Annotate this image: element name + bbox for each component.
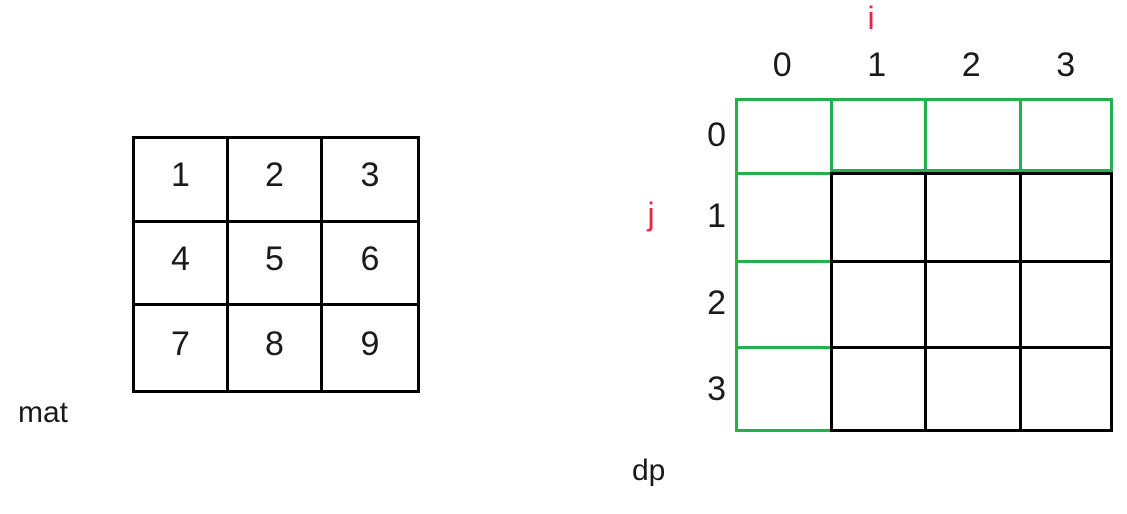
dp-cell-j2i0 [735,260,830,346]
dp-cell-j3i0 [735,346,830,432]
dp-cell-j1i3 [1018,172,1113,260]
mat-cell-r0c2: 3 [323,139,417,223]
dp-cell-j2i3 [1018,260,1113,346]
mat-cell-r1c1: 5 [229,222,323,307]
dp-cell-j1i2 [924,172,1019,260]
mat-figure: 1 2 3 4 5 6 7 8 9 [132,136,420,393]
dp-figure [735,98,1113,432]
dp-col-header-3: 3 [1056,46,1076,84]
dp-row-header-1: 1 [707,197,726,235]
dp-cell-j0i1 [829,98,924,172]
dp-row-header-2: 2 [707,284,726,322]
mat-cell-value: 7 [171,325,190,364]
dp-caption: dp [632,454,666,487]
mat-cell-value: 6 [360,239,380,278]
mat-cell-value: 5 [265,239,284,278]
mat-cell-value: 9 [360,325,380,364]
dp-cell-j1i1 [829,172,924,260]
dp-cell-j2i2 [924,260,1019,346]
mat-caption: mat [18,396,69,429]
dp-row-axis-label: j [647,196,655,232]
dp-col-header-2: 2 [961,46,981,84]
mat-cell-r2c2: 9 [323,306,417,390]
dp-col-header-1: 1 [867,46,887,84]
mat-cell-r1c0: 4 [135,222,229,307]
mat-cell-r0c1: 2 [229,139,323,223]
mat-cell-r0c0: 1 [135,139,229,223]
dp-col-header-0: 0 [772,46,792,84]
dp-cell-j0i2 [924,98,1019,172]
dp-cell-j3i1 [829,346,924,432]
mat-cell-r1c2: 6 [323,223,417,307]
mat-cell-value: 2 [265,156,284,195]
dp-row-header-0: 0 [707,116,726,154]
dp-cell-j3i2 [924,346,1019,432]
dp-col-axis-label: i [867,0,875,36]
dp-row-header-3: 3 [707,370,726,408]
dp-cell-j1i0 [735,172,830,260]
mat-cell-value: 4 [171,239,190,278]
dp-cell-j2i1 [829,260,924,346]
mat-cell-value: 8 [265,325,284,364]
dp-cell-j0i3 [1018,98,1113,172]
mat-cell-value: 3 [360,156,380,195]
dp-column-headers: 0 1 2 3 [735,42,1113,88]
mat-cell-value: 1 [171,156,190,195]
mat-cell-r2c0: 7 [135,306,229,390]
dp-row-headers: 0 1 2 3 [680,98,726,432]
mat-cell-r2c1: 8 [229,306,323,390]
mat-grid: 1 2 3 4 5 6 7 8 9 [132,136,420,393]
dp-grid [735,98,1113,432]
dp-cell-j0i0 [735,98,830,172]
dp-cell-j3i3 [1018,346,1113,432]
